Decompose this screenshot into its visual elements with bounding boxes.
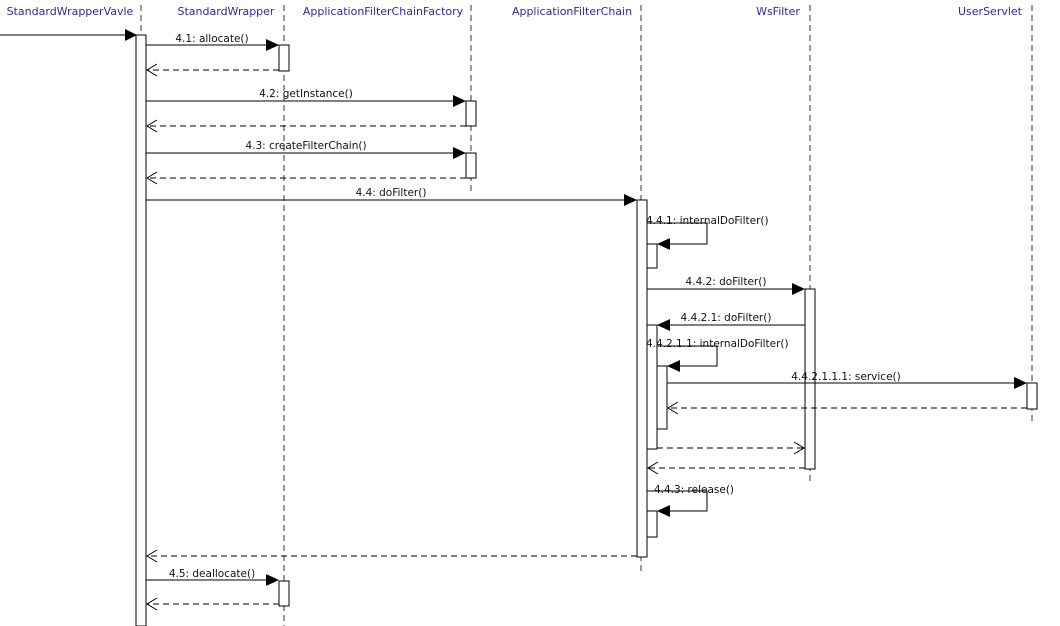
msg-4-1-arrowhead (266, 39, 279, 51)
return-4-2-arrowhead (146, 119, 158, 133)
msg-4-4-3-line (647, 490, 708, 512)
participant-label-wsfilter: WsFilter (756, 5, 800, 18)
participant-label-standardwrappervavle: StandardWrapperVavle (7, 5, 134, 18)
return-4-3-arrowhead (146, 171, 158, 185)
activation-chain-internaldofilter (646, 243, 658, 269)
activation-factory-getinstance (465, 100, 477, 127)
msg-4-4-2-arrowhead (792, 283, 805, 295)
msg-4-4-2-1-1-1-arrowhead (1014, 377, 1027, 389)
return-4-5-arrowhead (146, 597, 158, 611)
msg-4-4-2-1-label: 4.4.2.1: doFilter() (681, 312, 772, 324)
activation-standardwrapper-allocate (278, 44, 290, 72)
msg-4-4-1-arrowhead (657, 238, 670, 250)
msg-4-4-2-1-1-label: 4.4.2.1.1: internalDoFilter() (646, 338, 789, 350)
msg-4-4-1-label: 4.4.1: internalDoFilter() (646, 215, 769, 227)
activation-chain-internaldofilter-nested (656, 365, 668, 430)
msg-4-5-arrowhead (266, 574, 279, 586)
participant-label-userservlet: UserServlet (958, 5, 1023, 18)
participant-label-applicationfilterchain: ApplicationFilterChain (512, 5, 632, 18)
msg-4-4-2-label: 4.4.2: doFilter() (686, 276, 767, 288)
entry-arrowhead (125, 29, 137, 41)
msg-4-4-2-1-1-arrowhead (667, 360, 680, 372)
msg-4-4-2-1-arrowhead (657, 319, 670, 331)
msg-4-4-label: 4.4: doFilter() (356, 187, 427, 199)
msg-4-4-2-1-1-line (657, 345, 718, 367)
return-from-wsfilter-arrowhead (647, 461, 659, 475)
participant-label-standardwrapper: StandardWrapper (178, 5, 275, 18)
msg-4-4-arrowhead (624, 194, 637, 206)
return-4-4-arrowhead (146, 549, 158, 563)
msg-4-5-label: 4.5: deallocate() (169, 568, 255, 580)
activation-factory-createfilterchain (465, 152, 477, 179)
return-4-1-arrowhead (146, 63, 158, 77)
msg-4-4-1-line (647, 222, 708, 245)
activation-standardwrappervavle (135, 34, 147, 626)
activation-wsfilter (804, 288, 816, 470)
msg-4-4-3-arrowhead (657, 505, 670, 517)
msg-4-3-arrowhead (453, 147, 466, 159)
participant-label-applicationfilterchainfactory: ApplicationFilterChainFactory (303, 5, 464, 18)
msg-4-4-2-1-1-1-label: 4.4.2.1.1.1: service() (791, 371, 900, 383)
activation-userservlet-service (1026, 382, 1038, 410)
msg-4-2-arrowhead (453, 95, 466, 107)
msg-4-3-label: 4.3: createFilterChain() (245, 140, 366, 152)
msg-4-1-label: 4.1: allocate() (175, 33, 248, 45)
activation-standardwrapper-deallocate (278, 580, 290, 607)
activation-applicationfilterchain (636, 199, 648, 558)
msg-4-2-label: 4.2: getInstance() (259, 88, 353, 100)
return-service-arrowhead (667, 401, 679, 415)
return-to-wsfilter-arrowhead (793, 441, 805, 455)
msg-4-4-3-label: 4.4.3: release() (654, 484, 734, 496)
activation-chain-release (646, 510, 658, 538)
